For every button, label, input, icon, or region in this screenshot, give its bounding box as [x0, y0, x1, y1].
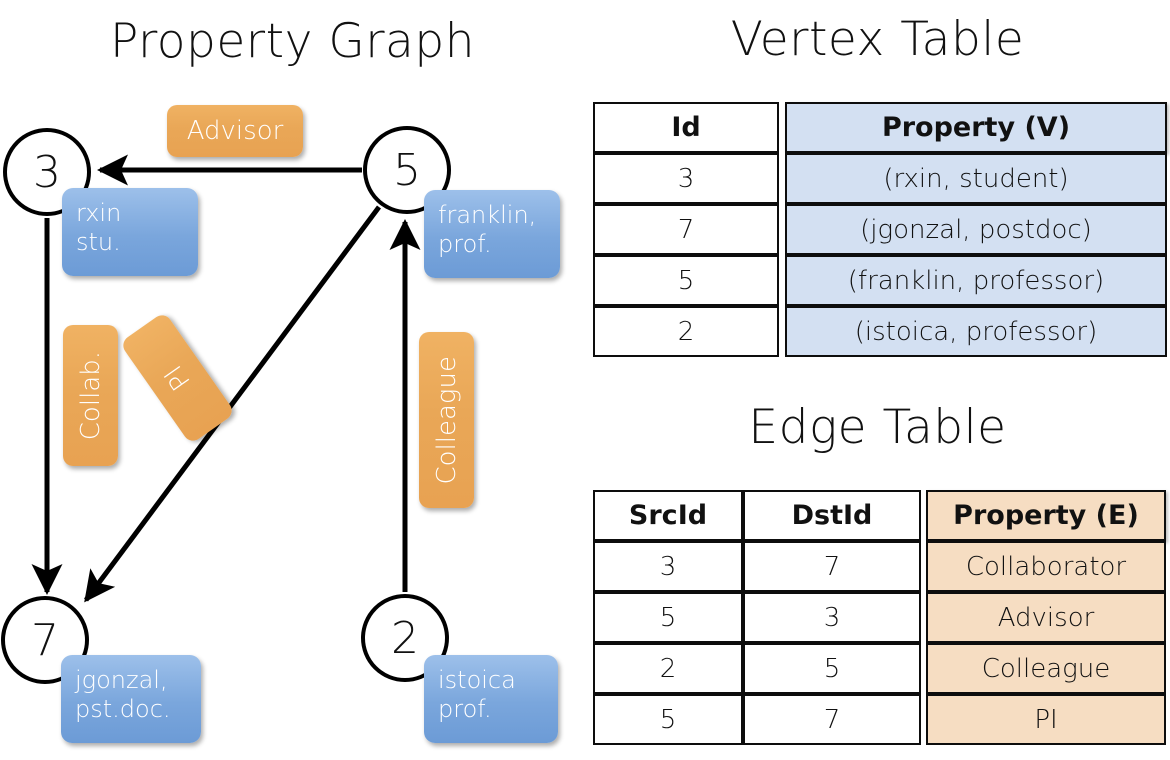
- vertex-property-line2: prof.: [438, 695, 492, 724]
- page-title-edge-table: Edge Table: [748, 400, 1007, 455]
- vertex-table-cell-id: 7: [593, 204, 779, 255]
- vertex-property-line2: stu.: [76, 228, 121, 257]
- column-gap: [779, 153, 785, 204]
- vertex-property-box-jgonzal: jgonzal, pst.doc.: [61, 655, 201, 743]
- table-row: 5 7 PI: [593, 694, 1166, 745]
- edge-table-cell-property: Colleague: [926, 643, 1166, 694]
- edge-table-header-dstid: DstId: [743, 490, 921, 541]
- vertex-property-box-istoica: istoica prof.: [424, 655, 558, 743]
- vertex-table-cell-property: (jgonzal, postdoc): [785, 204, 1167, 255]
- edge-label-advisor-text: Advisor: [186, 116, 284, 146]
- vertex-node-5[interactable]: 5: [363, 126, 451, 214]
- edge-table-cell-property: Collaborator: [926, 541, 1166, 592]
- column-gap: [921, 592, 926, 643]
- vertex-property-line1: franklin,: [438, 201, 537, 229]
- page-title-vertex-table: Vertex Table: [730, 12, 1025, 67]
- table-row: 3 (rxin, student): [593, 153, 1167, 204]
- edge-table-cell-dstid: 5: [743, 643, 921, 694]
- vertex-table-cell-property: (rxin, student): [785, 153, 1167, 204]
- table-row: 7 (jgonzal, postdoc): [593, 204, 1167, 255]
- column-gap: [921, 541, 926, 592]
- edge-table-cell-dstid: 7: [743, 694, 921, 745]
- table-row: 2 5 Colleague: [593, 643, 1166, 694]
- table-row: 5 (franklin, professor): [593, 255, 1167, 306]
- vertex-table-cell-id: 3: [593, 153, 779, 204]
- vertex-table-cell-id: 2: [593, 306, 779, 357]
- edge-table-cell-property: Advisor: [926, 592, 1166, 643]
- vertex-property-line2: pst.doc.: [75, 695, 171, 724]
- edge-table-header-property: Property (E): [926, 490, 1166, 541]
- edge-table-cell-srcid: 2: [593, 643, 743, 694]
- edge-label-pi-text: PI: [158, 359, 197, 397]
- vertex-property-box-rxin: rxin stu.: [62, 188, 198, 276]
- edge-label-colleague: Colleague: [419, 332, 474, 508]
- column-gap: [921, 694, 926, 745]
- edge-label-colleague-text: Colleague: [431, 355, 462, 485]
- vertex-property-line2: prof.: [438, 230, 492, 259]
- edge-table: SrcId DstId Property (E) 3 7 Collaborato…: [593, 490, 1166, 745]
- edge-table-cell-dstid: 3: [743, 592, 921, 643]
- page-title-property-graph: Property Graph: [110, 14, 475, 69]
- property-graph-diagram: 3 5 7 2 rxin stu. franklin, prof. jgonza…: [1, 105, 560, 743]
- vertex-table-header-id: Id: [593, 102, 779, 153]
- graph-edges-svg: [31, 154, 421, 603]
- edge-table-cell-srcid: 3: [593, 541, 743, 592]
- edge-table-cell-srcid: 5: [593, 694, 743, 745]
- table-row: 3 7 Collaborator: [593, 541, 1166, 592]
- column-gap: [779, 306, 785, 357]
- vertex-property-line1: jgonzal,: [75, 666, 168, 694]
- column-gap: [779, 255, 785, 306]
- table-row: 5 3 Advisor: [593, 592, 1166, 643]
- vertex-table-cell-property: (istoica, professor): [785, 306, 1167, 357]
- table-header-row: SrcId DstId Property (E): [593, 490, 1166, 541]
- edge-table-cell-property: PI: [926, 694, 1166, 745]
- table-row: 2 (istoica, professor): [593, 306, 1167, 357]
- vertex-table: Id Property (V) 3 (rxin, student) 7 (jgo…: [593, 102, 1167, 357]
- vertex-property-line1: rxin: [76, 199, 122, 227]
- column-gap: [921, 643, 926, 694]
- column-gap: [921, 490, 926, 541]
- column-gap: [779, 204, 785, 255]
- edge-table-cell-srcid: 5: [593, 592, 743, 643]
- edge-label-collab: Collab.: [63, 325, 118, 466]
- table-header-row: Id Property (V): [593, 102, 1167, 153]
- edge-label-collab-text: Collab.: [75, 350, 106, 441]
- vertex-table-cell-property: (franklin, professor): [785, 255, 1167, 306]
- edge-label-advisor: Advisor: [167, 105, 303, 157]
- edge-5-to-7-pi: [83, 205, 382, 603]
- vertex-node-2[interactable]: 2: [361, 594, 449, 682]
- column-gap: [779, 102, 785, 153]
- vertex-table-cell-id: 5: [593, 255, 779, 306]
- edge-table-header-srcid: SrcId: [593, 490, 743, 541]
- vertex-property-line1: istoica: [438, 666, 516, 694]
- vertex-table-header-property: Property (V): [785, 102, 1167, 153]
- vertex-property-box-franklin: franklin, prof.: [424, 190, 560, 278]
- edge-table-cell-dstid: 7: [743, 541, 921, 592]
